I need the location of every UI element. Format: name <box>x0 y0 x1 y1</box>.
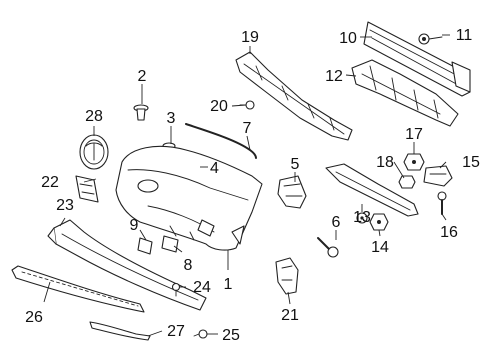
lower-molding-part <box>11 265 145 313</box>
side-bracket-part <box>325 163 419 217</box>
bolt-part-16 <box>437 191 447 215</box>
reinforcement-bar-part <box>363 21 471 97</box>
bracket-part-21 <box>275 257 299 295</box>
bolt-part-11 <box>418 33 443 45</box>
callout-22: 22 <box>41 174 59 191</box>
callout-12: 12 <box>325 68 343 85</box>
leader-lines <box>43 34 450 337</box>
nut-part-14 <box>369 213 389 231</box>
bracket-part-5 <box>277 175 307 209</box>
callout-15: 15 <box>462 154 480 171</box>
bolt-part-6 <box>317 237 339 258</box>
bracket-part-22 <box>75 175 99 203</box>
cap-part-9 <box>137 237 153 255</box>
nut-part-18 <box>398 175 416 189</box>
callout-9: 9 <box>130 217 139 234</box>
callout-20: 20 <box>210 98 228 115</box>
callout-1: 1 <box>224 276 233 293</box>
screw-part-24 <box>171 282 181 297</box>
callout-7: 7 <box>243 120 252 137</box>
callout-21: 21 <box>281 307 299 324</box>
upper-retainer-part <box>235 51 353 141</box>
callout-18: 18 <box>376 154 394 171</box>
callout-23: 23 <box>56 197 74 214</box>
molding-part-27 <box>89 321 151 341</box>
bracket-part-15 <box>423 165 453 187</box>
clip-part-2 <box>133 104 149 121</box>
callout-28: 28 <box>85 108 103 125</box>
nut-part-17 <box>403 153 425 171</box>
callout-10: 10 <box>339 30 357 47</box>
lower-garnish-part <box>47 219 207 311</box>
nut-part-13 <box>356 212 368 224</box>
callout-19: 19 <box>241 29 259 46</box>
callout-25: 25 <box>222 327 240 344</box>
energy-absorber-part <box>351 59 459 127</box>
callout-14: 14 <box>371 239 389 256</box>
bumper-cover-part <box>115 145 263 251</box>
callout-5: 5 <box>291 156 300 173</box>
callout-26: 26 <box>25 309 43 326</box>
cap-part-8 <box>161 235 179 253</box>
callout-27: 27 <box>167 323 185 340</box>
callout-17: 17 <box>405 126 423 143</box>
callout-24: 24 <box>193 279 211 296</box>
callout-6: 6 <box>332 214 341 231</box>
callout-3: 3 <box>167 110 176 127</box>
callout-8: 8 <box>184 257 193 274</box>
callout-labels: 1 2 3 4 5 6 7 8 9 10 11 12 13 14 15 16 1… <box>25 27 480 344</box>
callout-4: 4 <box>210 160 219 177</box>
callout-2: 2 <box>138 68 147 85</box>
callout-11: 11 <box>456 27 473 44</box>
screw-part-25 <box>193 329 208 339</box>
emblem-part <box>79 134 109 170</box>
callout-16: 16 <box>440 224 458 241</box>
callout-13: 13 <box>353 209 371 226</box>
